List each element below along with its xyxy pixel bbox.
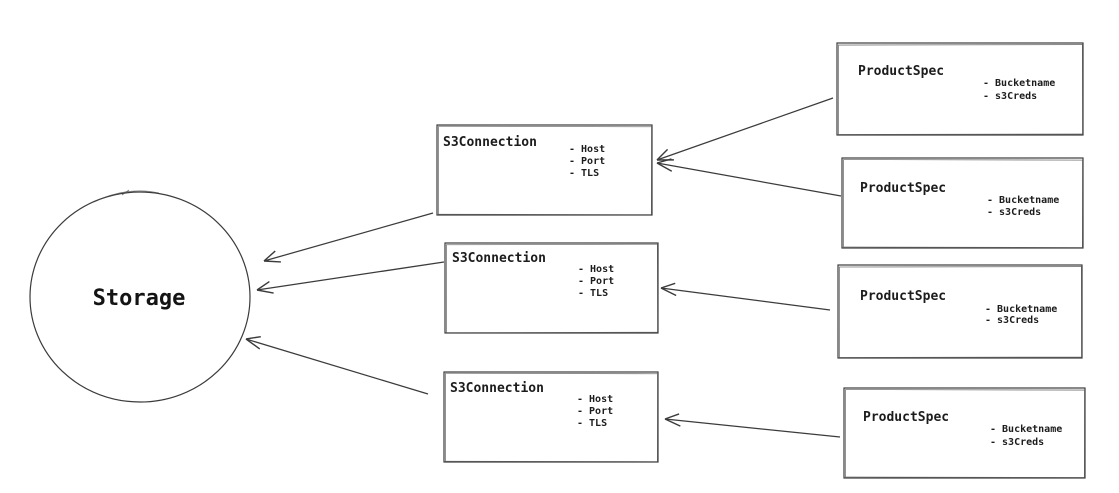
arrow-productspec2-to-s3connection1 <box>656 158 842 197</box>
productspec-node-2: ProductSpec - Bucketname - s3Creds <box>841 157 1084 249</box>
productspec-box-overtrace <box>842 159 1084 248</box>
node-title: ProductSpec <box>863 410 949 425</box>
node-attribute: - Port <box>569 156 605 167</box>
storage-label: Storage <box>93 286 186 311</box>
node-attribute: - s3Creds <box>990 437 1044 448</box>
productspec-box <box>837 264 1083 359</box>
node-title: ProductSpec <box>860 289 946 304</box>
s3connection-node-2: S3Connection - Host - Port - TLS <box>444 242 659 334</box>
s3connection-node-3: S3Connection - Host - Port - TLS <box>443 371 659 463</box>
s3connection-box-overtrace <box>445 243 659 334</box>
node-attribute: - Bucketname <box>987 195 1059 206</box>
productspec-node-4: ProductSpec - Bucketname - s3Creds <box>843 387 1086 479</box>
arrow-s3connection2-to-storage <box>256 261 445 294</box>
arrow-productspec1-to-s3connection1 <box>656 97 834 161</box>
s3connection-box-overtrace <box>437 125 653 216</box>
node-attribute: - Port <box>577 406 613 417</box>
storage-node: Storage <box>29 189 251 403</box>
node-attribute: - Bucketname <box>983 78 1055 89</box>
arrow-productspec3-to-s3connection2 <box>660 282 831 311</box>
productspec-box-overtrace <box>838 44 1083 135</box>
s3connection-box <box>436 124 653 216</box>
productspec-node-1: ProductSpec - Bucketname - s3Creds <box>836 42 1084 136</box>
s3connection-node-1: S3Connection - Host - Port - TLS <box>436 124 653 216</box>
node-title: ProductSpec <box>858 64 944 79</box>
node-attribute: - Bucketname <box>985 304 1057 315</box>
storage-circle <box>29 191 251 403</box>
productspec-box-overtrace <box>844 389 1085 478</box>
productspec-box <box>843 387 1086 479</box>
node-title: S3Connection <box>450 381 544 396</box>
arrow-s3connection1-to-storage <box>263 212 434 263</box>
node-attribute: - Host <box>577 394 613 405</box>
node-title: S3Connection <box>452 251 546 266</box>
node-attribute: - Bucketname <box>990 424 1062 435</box>
node-attribute: - s3Creds <box>983 91 1037 102</box>
node-title: ProductSpec <box>860 181 946 196</box>
node-attribute: - s3Creds <box>985 315 1039 326</box>
node-attribute: - Port <box>578 276 614 287</box>
productspec-node-3: ProductSpec - Bucketname - s3Creds <box>837 264 1083 359</box>
node-title: S3Connection <box>443 135 537 150</box>
s3connection-box <box>443 371 659 463</box>
productspec-box <box>836 42 1084 136</box>
s3connection-box <box>444 242 659 334</box>
node-attribute: - TLS <box>578 288 608 299</box>
productspec-box <box>841 157 1084 249</box>
arrow-s3connection3-to-storage <box>245 335 429 395</box>
node-attribute: - s3Creds <box>987 207 1041 218</box>
s3connection-box-overtrace <box>445 372 658 463</box>
node-attribute: - Host <box>578 264 614 275</box>
node-attribute: - TLS <box>569 168 599 179</box>
productspec-box-overtrace <box>839 266 1082 358</box>
node-attribute: - TLS <box>577 418 607 429</box>
node-attribute: - Host <box>569 144 605 155</box>
storage-circle-pen-tick <box>121 189 130 196</box>
arrow-productspec4-to-s3connection3 <box>664 413 841 438</box>
